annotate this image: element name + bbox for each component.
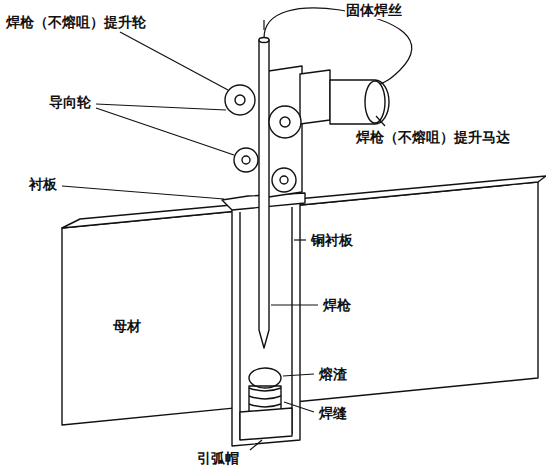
weld-zone — [249, 386, 281, 412]
torch — [259, 40, 269, 348]
part-label: 焊枪（不熔咀）提升马达 — [355, 129, 511, 146]
part-label: 焊枪（不熔咀）提升轮 — [5, 14, 147, 31]
torch-top — [259, 38, 269, 43]
leader-line — [120, 32, 228, 90]
weld — [249, 388, 281, 407]
leader-line — [250, 440, 262, 450]
leader-line — [283, 374, 314, 376]
leader-line — [284, 402, 314, 412]
motor-end — [365, 81, 385, 123]
motor-mount — [300, 70, 330, 124]
leader-line — [96, 108, 234, 155]
part-label: 引弧帽 — [196, 450, 240, 467]
part-label: 焊缝 — [318, 405, 348, 422]
slag — [249, 368, 281, 388]
guide-wheel — [234, 148, 258, 172]
guide-wheel-hub — [242, 156, 250, 164]
part-label: 焊枪 — [322, 297, 352, 314]
guide-wheel-hub — [280, 176, 288, 184]
part-label: 熔渣 — [318, 366, 348, 383]
guide-wheel — [272, 168, 296, 192]
leader-line — [294, 239, 306, 240]
part-label: 衬板 — [28, 176, 58, 193]
lift-wheel-hub — [280, 117, 290, 127]
leader-line — [96, 104, 226, 110]
groove-line — [239, 212, 240, 440]
leader-line — [271, 304, 318, 305]
lift-wheel — [225, 85, 255, 115]
lift-wheel-hub — [235, 95, 245, 105]
part-label: 导向轮 — [48, 94, 92, 111]
motor — [330, 80, 389, 124]
leader-line — [62, 186, 224, 199]
part-label: 铜衬板 — [310, 232, 354, 249]
part-label: 固体焊丝 — [345, 2, 403, 19]
lift-wheel — [269, 106, 301, 138]
part-label: 母材 — [112, 318, 142, 335]
leader-line — [376, 116, 385, 126]
starting-cap — [240, 408, 292, 440]
groove-line — [291, 207, 292, 434]
wire-arrow — [263, 20, 264, 30]
solid-wire — [264, 8, 412, 84]
plate-top — [62, 176, 546, 228]
